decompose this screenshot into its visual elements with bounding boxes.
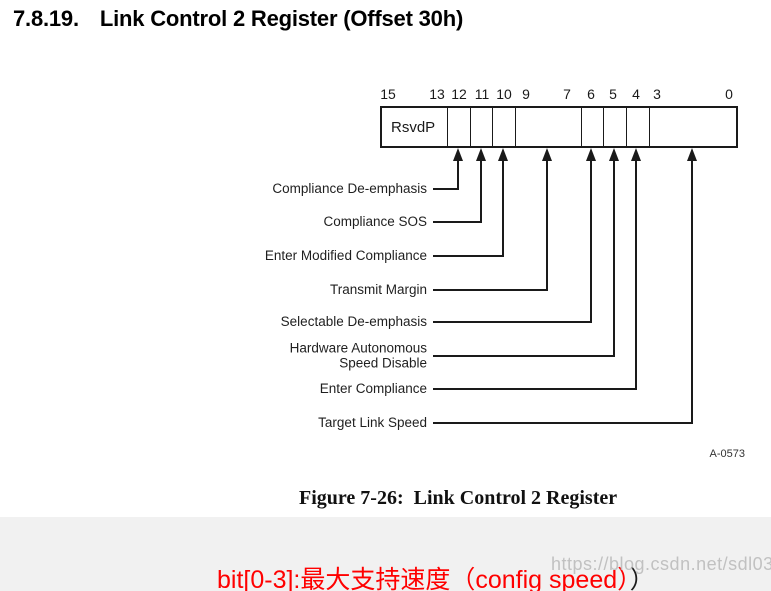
bit-number-5: 5 [609,86,617,102]
cell-label-15:13: RsvdP [391,118,436,136]
connector-line-bit-12 [433,161,459,190]
section-number: 7.8.19. [13,6,79,31]
bit-number-10: 10 [496,86,512,102]
register-cell-10 [492,108,515,146]
bit-number-6: 6 [587,86,595,102]
bit-number-15: 15 [380,86,396,102]
connector-line-bit-5 [433,161,615,357]
drawing-number: A-0573 [709,448,745,460]
register-cell-9:7 [514,108,581,146]
section-title: Link Control 2 Register (Offset 30h) [99,6,464,31]
arrowhead-bit-11 [475,148,486,161]
field-label-bit-5: Hardware Autonomous Speed Disable [289,340,427,370]
register-cell-5 [603,108,626,146]
annotation-prefix: bit[0-3]:最大支持速度（ [217,566,476,591]
annotation-black-close: ） [629,566,655,591]
connector-line-bit-6 [433,161,592,323]
connector-line-bit-11 [433,161,482,223]
bit-number-11: 11 [474,86,490,102]
bit-number-7: 7 [563,86,571,102]
connector-line-bit-4 [433,161,637,390]
bit-number-0: 0 [725,86,733,102]
register-cell-12 [446,108,470,146]
bit-number-12: 12 [451,86,467,102]
connector-line-bit-9:7 [433,161,548,291]
connector-line-bit-3:0 [433,161,693,424]
register-cell-3:0 [648,108,737,146]
field-label-bit-4: Enter Compliance [319,380,427,396]
arrowhead-bit-12 [452,148,463,161]
register-cell-4 [625,108,649,146]
watermark: https://blog.csdn.net/sdl0358 [551,554,771,574]
arrowhead-bit-4 [630,148,641,161]
config-speed-underlined: config speed [475,566,618,591]
register-cell-11 [469,108,493,146]
arrowhead-bit-3:0 [686,148,697,161]
field-label-bit-10: Enter Modified Compliance [264,247,427,263]
section-heading: 7.8.19. Link Control 2 Register (Offset … [13,6,463,32]
field-label-bit-6: Selectable De-emphasis [280,313,427,329]
register-box: RsvdP [380,106,738,148]
register-cell-15:13: RsvdP [382,108,447,146]
arrowhead-bit-9:7 [541,148,552,161]
bit-number-4: 4 [632,86,640,102]
register-cell-6 [580,108,604,146]
arrowhead-bit-5 [608,148,619,161]
field-label-bit-9:7: Transmit Margin [329,281,427,297]
field-label-bit-12: Compliance De-emphasis [272,180,427,196]
annotation-band: bit[0-3]:最大支持速度（config speed）） https://b… [0,517,771,591]
bit-number-13: 13 [429,86,445,102]
field-label-bit-11: Compliance SOS [323,213,427,229]
figure-caption: Figure 7-26: Link Control 2 Register [299,487,618,509]
arrowhead-bit-10 [497,148,508,161]
bit-number-9: 9 [522,86,530,102]
annotation-text: bit[0-3]:最大支持速度（config speed）） [217,560,655,591]
connector-line-bit-10 [433,161,504,257]
annotation-red-close: ） [617,566,630,591]
arrowhead-bit-6 [585,148,596,161]
field-label-bit-3:0: Target Link Speed [318,414,427,430]
bit-number-3: 3 [653,86,661,102]
